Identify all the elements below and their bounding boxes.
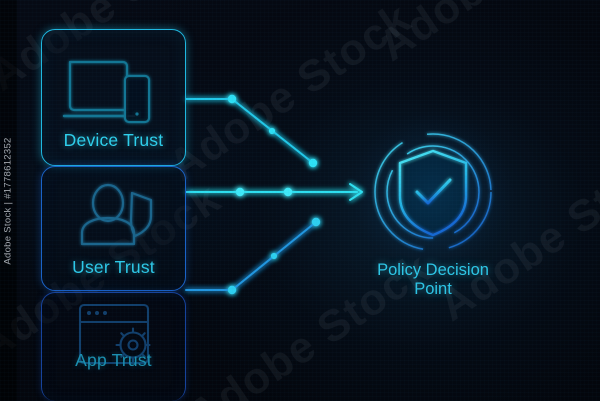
pdp-rings [374, 133, 492, 251]
browser-window-with-gear-icon [78, 303, 151, 365]
shield-with-checkmark-icon [398, 149, 468, 237]
connector-user-to-pdp [185, 183, 363, 201]
connector-app-to-pdp [185, 217, 321, 295]
user-with-shield-icon [80, 183, 153, 246]
pdp-label-line2: Point [414, 280, 452, 298]
card-app-trust[interactable]: App Trust [41, 292, 186, 401]
connector-device-to-pdp [185, 94, 318, 168]
policy-decision-point-label: Policy Decision Point [340, 261, 526, 299]
card-user-trust[interactable]: User Trust [41, 166, 186, 291]
card-app-trust-label: App Trust [75, 350, 152, 370]
laptop-and-phone-icon [62, 60, 151, 124]
card-device-trust[interactable]: Device Trust [41, 29, 186, 166]
card-user-trust-label: User Trust [72, 257, 155, 277]
pdp-label-line1: Policy Decision [377, 261, 489, 279]
card-device-trust-label: Device Trust [63, 130, 164, 150]
